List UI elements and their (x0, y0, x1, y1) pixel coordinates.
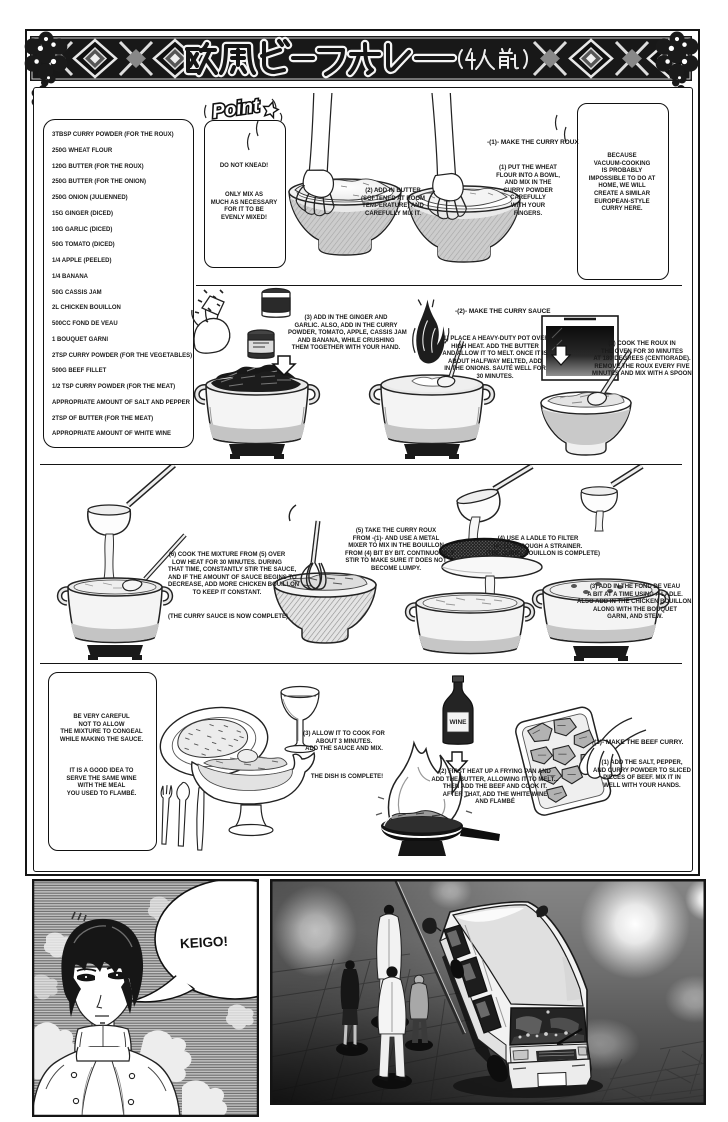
svg-text:KEIGO!: KEIGO! (180, 934, 229, 951)
svg-text:WINE: WINE (450, 719, 468, 726)
